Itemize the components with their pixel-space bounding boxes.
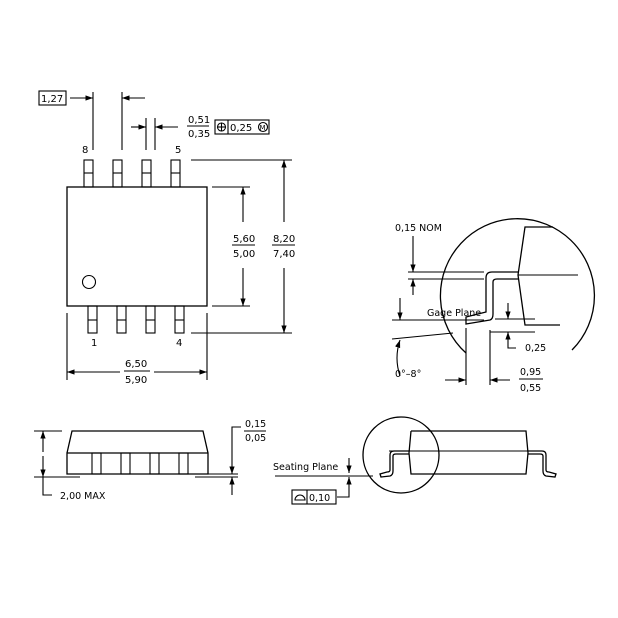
overall-width-min: 7,40 <box>273 249 295 260</box>
lead-thickness: 0,15 NOM <box>395 223 442 234</box>
seating-plane-label: Seating Plane <box>273 462 338 473</box>
mmc-symbol-icon <box>257 121 269 133</box>
pitch-value: 1,27 <box>41 94 63 105</box>
standoff-min: 0,05 <box>245 433 266 444</box>
detail-view: 0,15 NOM Gage Plane 0°–8° 0,25 0,95 0,55 <box>391 218 596 394</box>
bottom-pins <box>87 305 185 334</box>
coplanarity-frame: 0,10 <box>291 489 337 505</box>
detail-reference-circle <box>362 416 440 494</box>
pin1-indicator-icon <box>81 274 97 290</box>
pin-label-5: 5 <box>175 145 181 156</box>
body-length-max: 6,50 <box>125 359 147 370</box>
position-tolerance-frame: 0,25 M <box>214 119 270 135</box>
gage-plane-label: Gage Plane <box>427 308 481 319</box>
foot-length-max: 0,95 <box>520 367 541 378</box>
gage-height: 0,25 <box>525 343 546 354</box>
top-pins <box>83 159 181 188</box>
body-length-min: 5,90 <box>125 375 147 386</box>
pitch-box <box>38 90 67 106</box>
profile-symbol-icon <box>294 494 306 501</box>
package-body <box>66 186 208 307</box>
body-width-max: 5,60 <box>233 234 255 245</box>
foot-length-min: 0,55 <box>520 383 541 394</box>
svg-text:M: M <box>260 124 266 132</box>
lead-width-min: 0,35 <box>188 129 210 140</box>
angle-label: 0°–8° <box>395 369 421 380</box>
position-tolerance-value: 0,25 <box>230 123 252 134</box>
pin-label-4: 4 <box>176 338 182 349</box>
top-view: 8 5 1 4 1,27 0,51 0,35 0,25 M <box>38 90 295 386</box>
pin-label-8: 8 <box>82 145 88 156</box>
overall-width-max: 8,20 <box>273 234 295 245</box>
side-view-detail: Seating Plane 0,10 <box>273 416 557 505</box>
coplanarity-value: 0,10 <box>309 493 330 504</box>
height-max: 2,00 MAX <box>60 491 106 502</box>
body-width-min: 5,00 <box>233 249 255 260</box>
lead-width-max: 0,51 <box>188 115 210 126</box>
pin-label-1: 1 <box>91 338 97 349</box>
standoff-max: 0,15 <box>245 419 266 430</box>
detail-circle <box>439 218 596 354</box>
side-view: 2,00 MAX 0,15 0,05 <box>34 419 266 502</box>
